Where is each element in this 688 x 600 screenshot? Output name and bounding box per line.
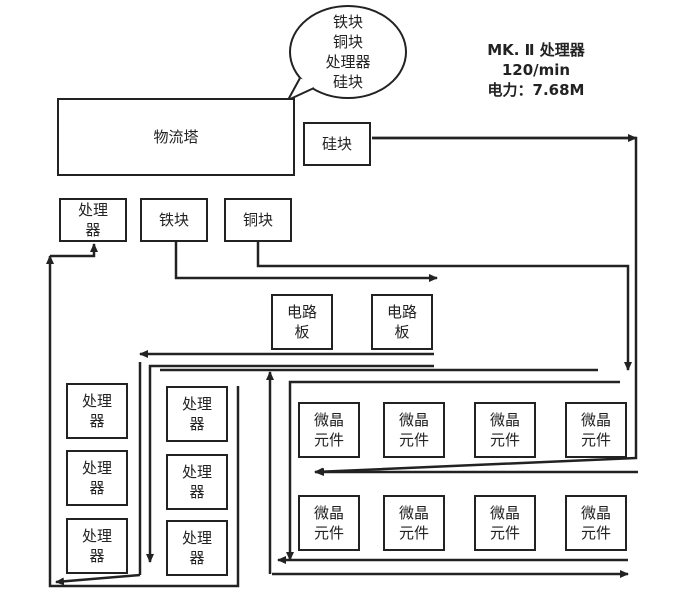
- micro-component-box-7: 微晶 元件: [474, 495, 536, 551]
- processor-box-6: 处理 器: [166, 520, 228, 576]
- info-power: 电力：7.68M: [487, 81, 585, 99]
- micro-component-box-3: 微晶 元件: [474, 402, 536, 458]
- micro-component-box-1: 微晶 元件: [298, 402, 360, 458]
- micro-component-box-2: 微晶 元件: [383, 402, 445, 458]
- processor-box-4: 处理 器: [166, 386, 228, 442]
- processor-collector: [55, 573, 141, 586]
- micro-component-box-8: 微晶 元件: [565, 495, 627, 551]
- copper-box: 铜块: [224, 198, 292, 242]
- info-rate: 120/min: [501, 61, 571, 79]
- micro-component-box-5: 微晶 元件: [298, 495, 360, 551]
- micro-top-line: [286, 380, 620, 561]
- processor-box-5: 处理 器: [166, 454, 228, 510]
- silicon-box: 硅块: [303, 122, 371, 166]
- info-title: MK. Ⅱ 处理器: [487, 41, 585, 59]
- info-block: MK. Ⅱ 处理器 120/min 电力：7.68M: [456, 40, 616, 100]
- processor-box-2: 处理 器: [66, 450, 128, 506]
- micro-component-box-4: 微晶 元件: [565, 402, 627, 458]
- processor-output-box: 处理 器: [59, 198, 127, 242]
- processor-box-3: 处理 器: [66, 518, 128, 574]
- copper-line: [256, 242, 632, 371]
- logistics-tower: 物流塔: [57, 98, 295, 176]
- circuit-board-box-2: 电路 板: [371, 294, 433, 350]
- requirements-bubble: 铁块 铜块 处理器 硅块: [325, 13, 371, 91]
- circuit-line-2: [146, 364, 434, 563]
- processor-loop: [46, 255, 240, 588]
- micro-component-box-6: 微晶 元件: [383, 495, 445, 551]
- processor-box-1: 处理 器: [66, 383, 128, 439]
- processor-feed-up: [50, 243, 98, 258]
- iron-line: [174, 242, 438, 282]
- iron-box: 铁块: [140, 198, 208, 242]
- circuit-board-box-1: 电路 板: [271, 294, 333, 350]
